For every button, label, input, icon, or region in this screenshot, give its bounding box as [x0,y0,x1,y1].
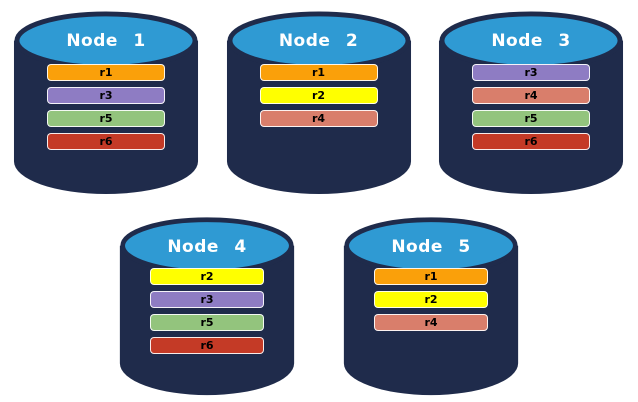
replica-bar: r5 [150,314,264,331]
replica-bar-label: r4 [311,112,326,125]
replica-bar-label: r6 [524,135,538,148]
replica-bar: r1 [259,64,378,81]
node-title: Node 2 [278,31,359,51]
replica-bar: r1 [374,268,488,285]
node-title: Node 1 [66,31,146,51]
replica-list: r2 r3 r5 r6 [150,268,264,354]
replica-bar-label: r6 [99,135,113,148]
replica-list: r1 r3 r5 r6 [47,64,165,150]
replica-bar-label: r4 [524,89,538,102]
replica-bar-label: r3 [524,66,538,79]
replica-bar: r6 [47,133,165,150]
replica-bar: r2 [259,87,378,104]
replica-bar: r2 [150,268,264,285]
database-node: Node 2 r1 r2 r4 [225,8,413,196]
replica-bar: r4 [472,87,590,104]
node-title: Node 3 [491,31,571,51]
replica-bar: r3 [472,64,590,81]
node-title: Node 5 [391,237,471,257]
replica-list: r1 r2 r4 [374,268,488,331]
replica-bar: r2 [374,291,488,308]
replica-list: r3 r4 r5 r6 [472,64,590,150]
replica-bar-label: r2 [200,270,214,283]
replica-bar-label: r5 [99,112,113,125]
replica-bar-label: r1 [99,66,113,79]
replica-bar-label: r1 [311,66,326,79]
node-title: Node 4 [167,237,247,257]
replica-bar-label: r3 [200,293,214,306]
replica-bar: r3 [150,291,264,308]
replica-bar-label: r1 [424,270,438,283]
replica-bar: r5 [472,110,590,127]
database-node: Node 3 r3 r4 r5 r6 [437,8,625,196]
replica-bar-label: r3 [99,89,113,102]
replica-bar: r6 [150,337,264,354]
replica-bar: r6 [472,133,590,150]
replica-bar-label: r6 [200,339,214,352]
database-node: Node 5 r1 r2 r4 [342,214,520,397]
replica-bar: r3 [47,87,165,104]
node-row-bottom: Node 4 r2 r3 r5 r6 Node 5 r1 r2 r4 [0,214,638,397]
replica-bar: r4 [374,314,488,331]
replica-bar: r1 [47,64,165,81]
replica-bar-label: r2 [424,293,438,306]
database-node: Node 4 r2 r3 r5 r6 [118,214,296,397]
replica-bar: r5 [47,110,165,127]
database-node: Node 1 r1 r3 r5 r6 [12,8,200,196]
replica-bar-label: r5 [524,112,538,125]
replica-bar: r4 [259,110,378,127]
replica-list: r1 r2 r4 [259,64,378,127]
replica-bar-label: r2 [311,89,326,102]
replica-bar-label: r5 [200,316,214,329]
replica-bar-label: r4 [424,316,438,329]
